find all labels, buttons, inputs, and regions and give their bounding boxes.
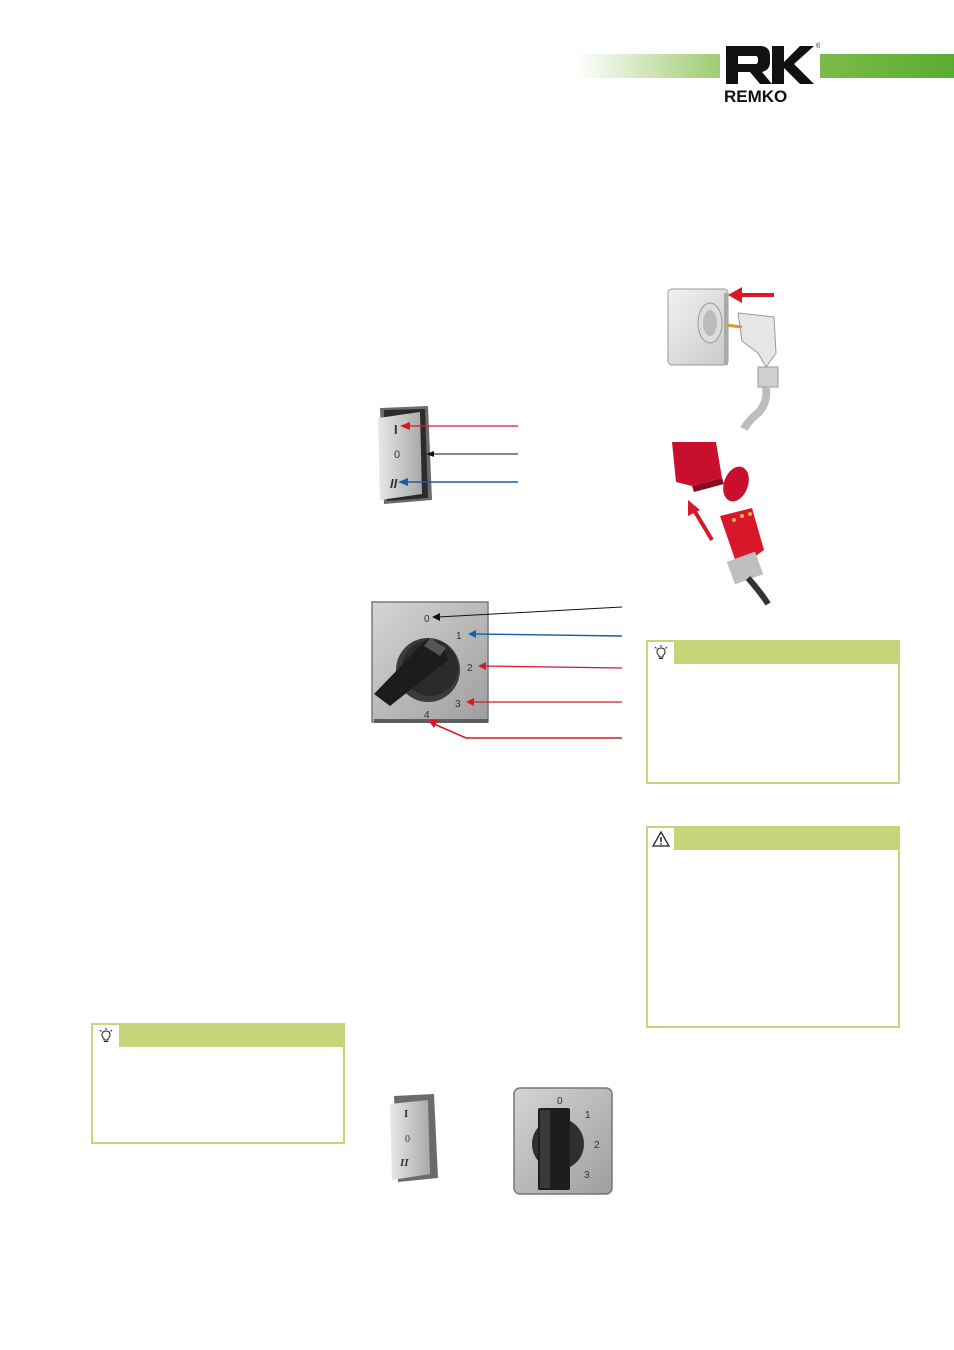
rotary-switch-figure: 0 1 2 3 4 [371, 601, 623, 739]
lightbulb-icon [648, 642, 676, 664]
leader-line-rot-2 [483, 665, 623, 669]
schuko-plug-figure [667, 287, 779, 431]
arrow-head-blue [468, 630, 476, 638]
warning-box-header [648, 828, 898, 850]
rotary-position-0: 0 [557, 1096, 563, 1107]
rocker-position-II: II [390, 476, 398, 491]
rotary-position-3: 3 [455, 699, 461, 710]
small-rocker-switch-figure: I 0 II [390, 1094, 438, 1182]
insert-arrow [692, 508, 714, 542]
rocker-face[interactable] [390, 1100, 430, 1180]
rocker-position-0: 0 [405, 1134, 410, 1145]
tip-box-header [93, 1025, 343, 1047]
rocker-face[interactable] [378, 412, 422, 500]
arrow-head-red [688, 500, 700, 516]
arrow-head-red [428, 720, 438, 728]
arrow-head-blue [398, 478, 408, 486]
rotary-position-2: 2 [594, 1140, 600, 1151]
socket-cover [723, 466, 749, 502]
rotary-position-4: 4 [424, 710, 430, 721]
arrow-head-black [426, 451, 434, 457]
arrow-head-red [728, 287, 742, 303]
cee-plug-figure [672, 442, 771, 606]
rocker-position-I: I [404, 1108, 408, 1120]
rotary-position-3: 3 [584, 1170, 590, 1181]
arrow-head-red [466, 698, 474, 706]
rocker-switch-figure: I 0 II [378, 406, 518, 504]
arrow-head-red [400, 422, 410, 430]
rocker-position-II: II [399, 1157, 409, 1169]
rocker-position-0: 0 [394, 449, 400, 461]
rotary-position-2: 2 [467, 663, 473, 674]
leader-line-rot-0 [437, 606, 623, 618]
arrow-head-red [478, 662, 486, 670]
warning-box-right [646, 826, 900, 1028]
rotary-position-0: 0 [424, 614, 430, 625]
small-rotary-switch-figure: 0 1 2 3 [513, 1087, 613, 1195]
lightbulb-icon [93, 1025, 121, 1047]
remko-logo: ® REMKO [720, 40, 822, 108]
warning-triangle-icon [648, 828, 676, 850]
rotary-position-1: 1 [585, 1110, 591, 1121]
leader-line-rot-1 [473, 633, 623, 637]
tip-box-header [648, 642, 898, 664]
rotary-knob[interactable] [374, 638, 448, 706]
tip-box-right [646, 640, 900, 784]
tip-box-left [91, 1023, 345, 1144]
registered-mark: ® [816, 42, 820, 50]
rocker-position-I: I [394, 422, 398, 437]
rotary-position-1: 1 [456, 631, 462, 642]
leader-line-rot-4 [433, 723, 622, 739]
brand-name: REMKO [724, 87, 787, 106]
arrow-head-black [432, 613, 440, 621]
